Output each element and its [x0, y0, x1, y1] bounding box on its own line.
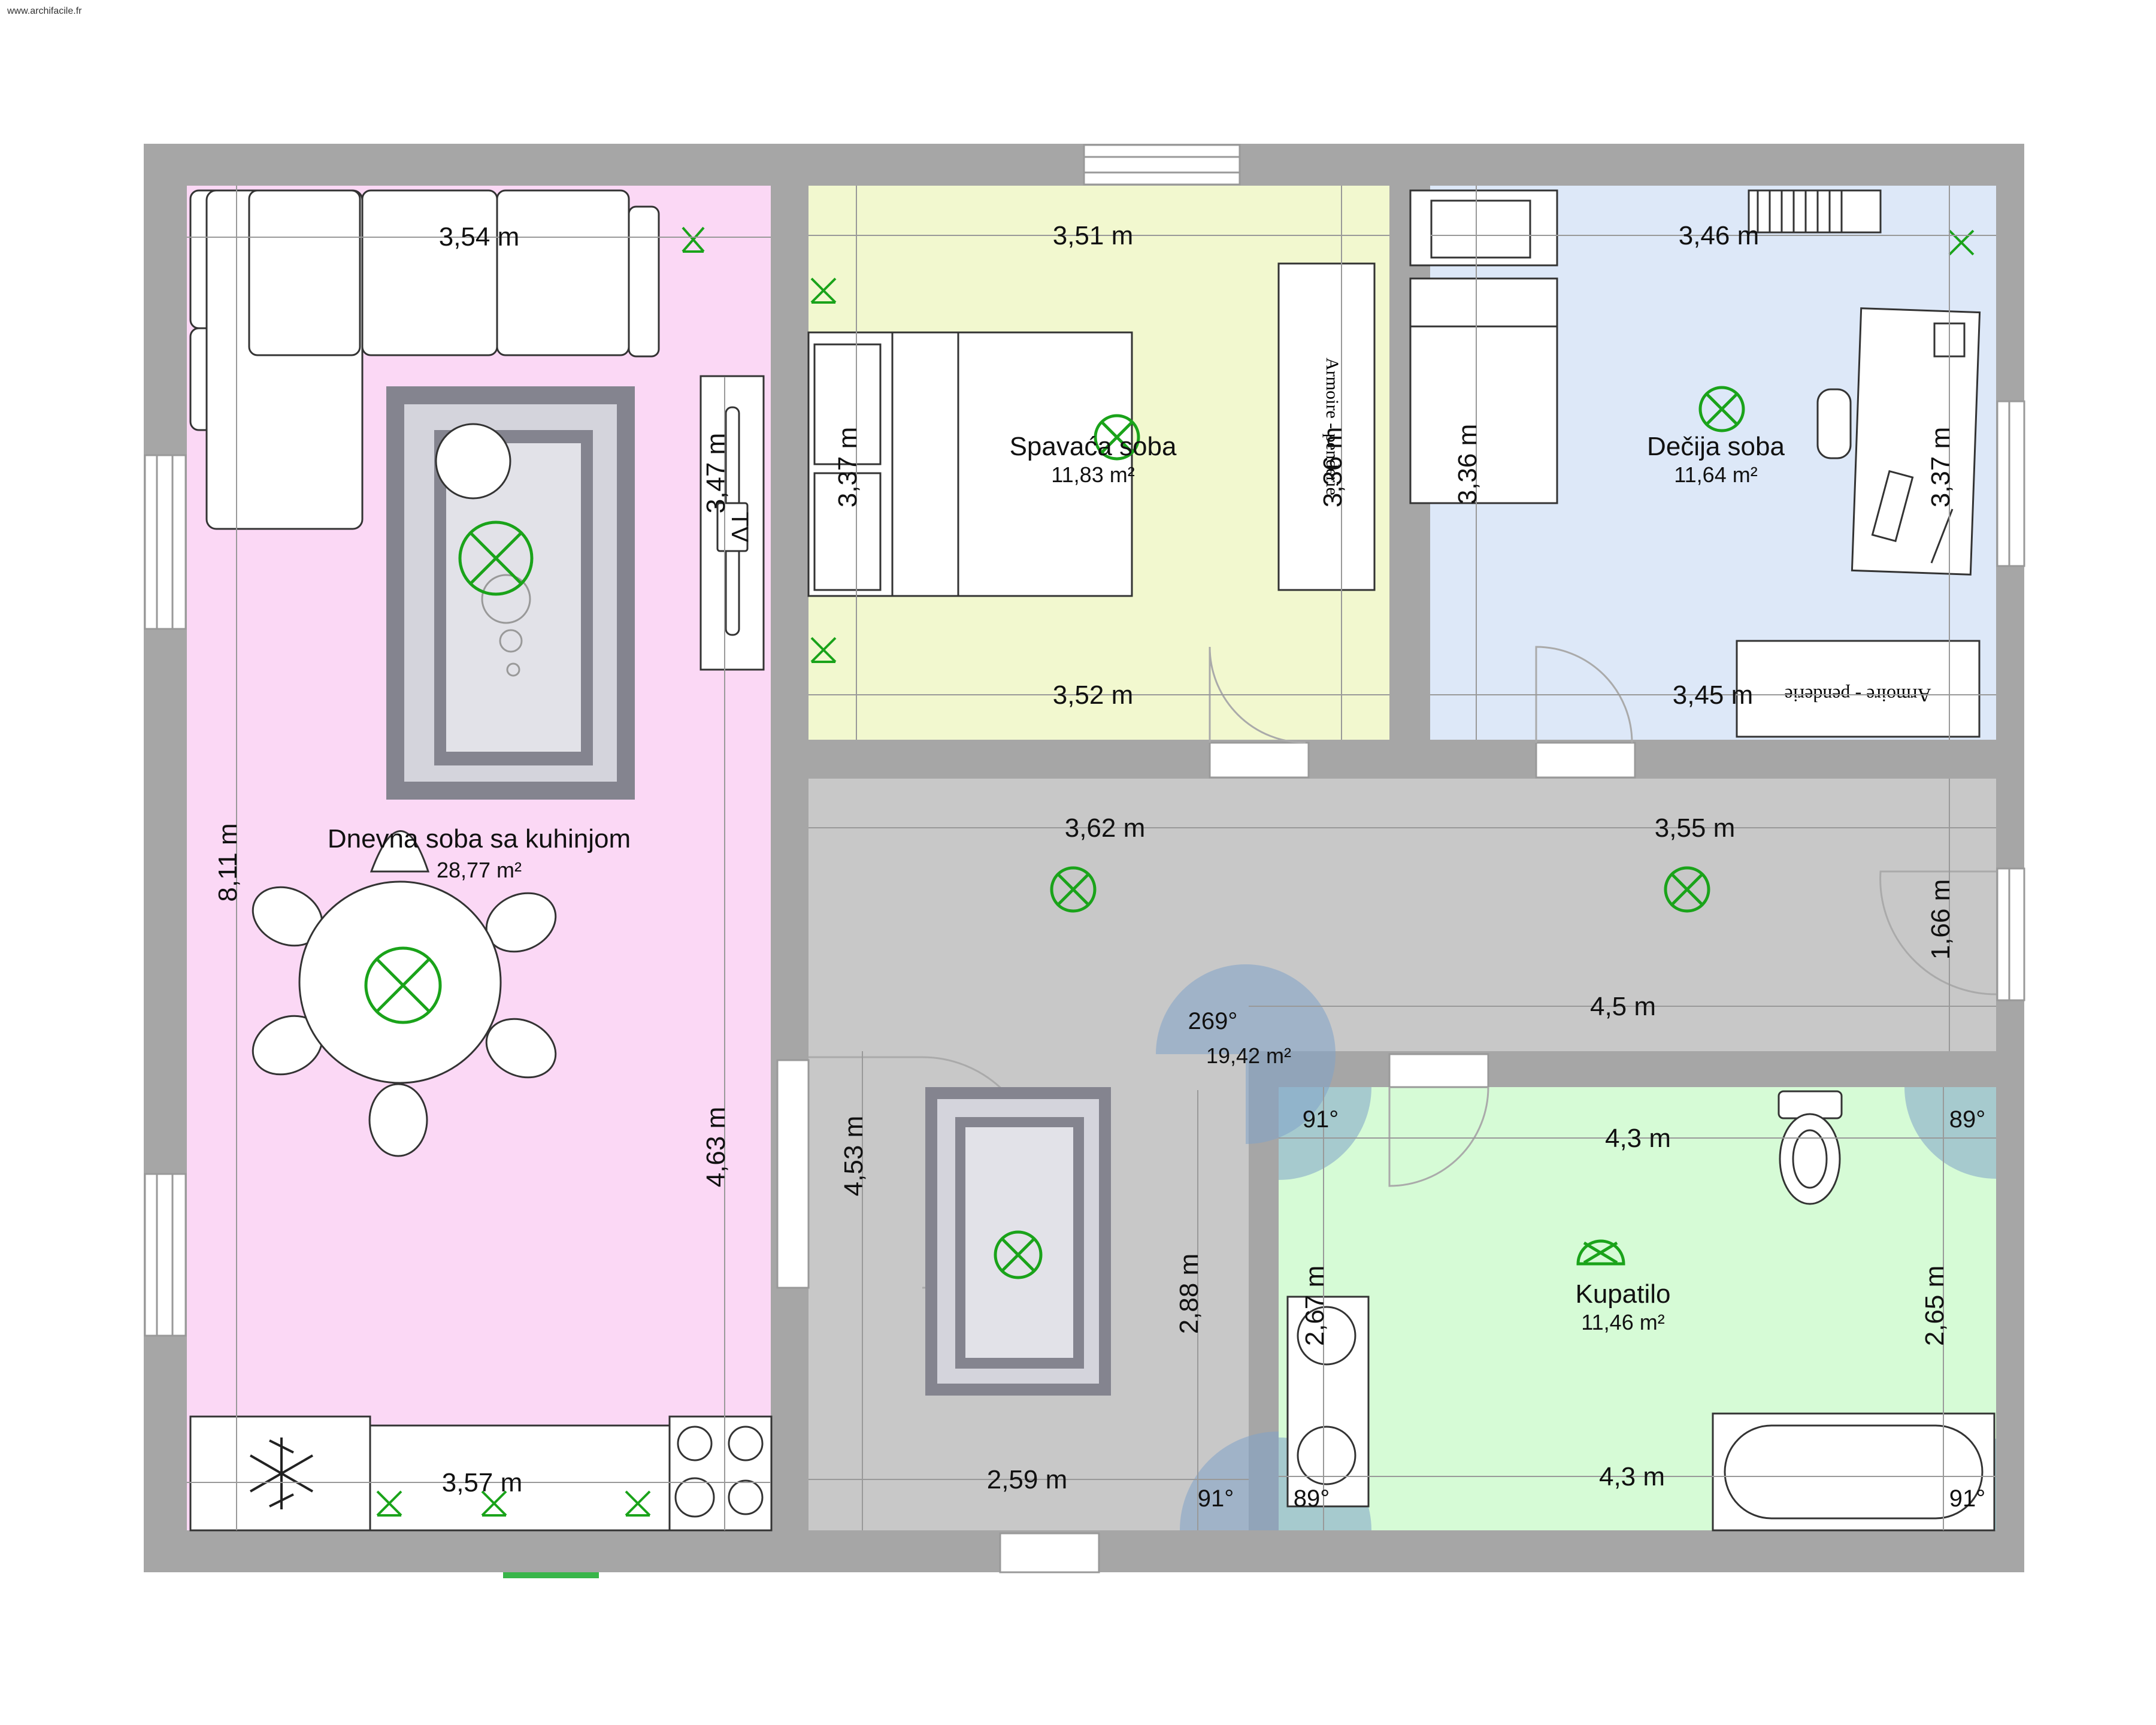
- wardrobe-bedroom[interactable]: [1277, 262, 1376, 591]
- dim-bedroom-left: 3,37 m: [833, 427, 862, 508]
- dim-bath-left: 2,67 m: [1300, 1266, 1330, 1346]
- dim-bath-bottom: 4,3 m: [1599, 1462, 1665, 1491]
- dimension-lines: [187, 186, 1996, 1530]
- light-fixture-icon: [1576, 1239, 1625, 1266]
- dim-kids-bottom: 3,45 m: [1673, 680, 1754, 710]
- dim-kids-left: 3,36 m: [1453, 424, 1482, 505]
- credit-text: www.archifacile.fr: [7, 6, 82, 16]
- angle-bath-top-left: 91°: [1303, 1106, 1339, 1133]
- wardrobe-bedroom-label: Armoire - penderie: [1322, 358, 1342, 495]
- dim-living-kitchen: 3,57 m: [442, 1468, 523, 1497]
- angle-bath-bottom-right: 91°: [1949, 1485, 1986, 1512]
- dim-hall-left: 3,62 m: [1065, 813, 1146, 843]
- sink-icon[interactable]: [1286, 1296, 1370, 1508]
- angle-hall-big: 269°: [1188, 1008, 1238, 1034]
- light-fixture-icon: [1698, 386, 1745, 432]
- room-labels: Dnevna soba sa kuhinjom 28,77 m² Spavaća…: [328, 432, 1785, 1334]
- dim-hall-lower: 4,5 m: [1590, 992, 1656, 1021]
- tv-label: TV: [726, 512, 753, 542]
- rug-icon: [386, 386, 635, 800]
- rug-icon: [925, 1087, 1111, 1396]
- dim-living-tv-wall: 3,47 m: [701, 433, 731, 514]
- angle-hall-bottom-right: 91°: [1198, 1485, 1234, 1512]
- dim-bedroom-right: 3,36 m: [1318, 427, 1348, 508]
- window-icon: [144, 144, 2025, 1573]
- kitchen-counter[interactable]: [189, 1415, 773, 1532]
- dim-bedroom-bottom: 3,52 m: [1053, 680, 1134, 710]
- light-fixture-icon: [1094, 414, 1140, 461]
- dim-living-height: 8,11 m: [213, 823, 243, 901]
- wall-light-icon: [376, 226, 1975, 1517]
- kids-room-name: Dečija soba: [1647, 432, 1785, 461]
- bookshelf: [1748, 189, 1882, 234]
- living-room-name: Dnevna soba sa kuhinjom: [328, 824, 631, 854]
- dim-bedroom-top: 3,51 m: [1053, 221, 1134, 250]
- dim-hall-side: 1,66 m: [1926, 879, 1955, 960]
- bedroom-name: Spavaća soba: [1010, 432, 1177, 461]
- dim-kids-top: 3,46 m: [1679, 221, 1760, 250]
- bedroom-area: 11,83 m²: [1051, 462, 1134, 487]
- angle-bath-bottom-left: 89°: [1294, 1485, 1330, 1512]
- sofa-icon[interactable]: [189, 189, 660, 530]
- bathroom-area: 11,46 m²: [1581, 1310, 1664, 1334]
- light-fixture-icon: [458, 520, 534, 596]
- hall-area: 19,42 m²: [1206, 1043, 1291, 1068]
- dining-chairs[interactable]: [243, 830, 565, 1157]
- dim-hall-small: 2,88 m: [1174, 1254, 1204, 1334]
- dim-living-lower: 4,63 m: [701, 1107, 731, 1188]
- light-fixture-icon: [364, 946, 442, 1024]
- light-fixture-icon: [994, 1230, 1043, 1279]
- toilet-icon[interactable]: [1778, 1090, 1843, 1205]
- dim-bath-top: 4,3 m: [1605, 1124, 1671, 1153]
- bed-icon[interactable]: [807, 331, 1133, 597]
- bathtub-icon[interactable]: [1712, 1412, 1995, 1532]
- round-table[interactable]: [435, 423, 511, 500]
- angle-labels: 269° 91° 89° 89° 91° 91°: [1188, 1008, 1986, 1512]
- kids-room-area: 11,64 m²: [1674, 462, 1757, 487]
- living-room-area: 28,77 m²: [437, 858, 522, 882]
- dim-bath-right: 2,65 m: [1920, 1266, 1949, 1346]
- dim-hall-right: 3,55 m: [1655, 813, 1736, 843]
- dim-living-top: 3,54 m: [439, 222, 520, 252]
- light-fixture-icon: [1050, 866, 1710, 913]
- dim-hall-vertical: 4,53 m: [839, 1116, 868, 1197]
- dim-hall-bottom: 2,59 m: [987, 1465, 1068, 1494]
- tv-unit[interactable]: [700, 375, 765, 671]
- angle-bath-top-right: 89°: [1949, 1106, 1986, 1133]
- door-icon: [503, 1572, 599, 1578]
- bathroom-name: Kupatilo: [1575, 1279, 1670, 1309]
- dim-kids-right: 3,37 m: [1926, 427, 1955, 508]
- bed-icon[interactable]: [1409, 189, 1558, 504]
- hall-floor[interactable]: [808, 779, 1996, 1051]
- desk-icon[interactable]: [1816, 307, 1981, 576]
- dimension-labels: 3,54 m 3,51 m 3,46 m 3,52 m 3,45 m 3,62 …: [213, 221, 1955, 1497]
- snowflake-icon: [250, 1438, 313, 1509]
- wardrobe-kids[interactable]: [1736, 640, 1981, 738]
